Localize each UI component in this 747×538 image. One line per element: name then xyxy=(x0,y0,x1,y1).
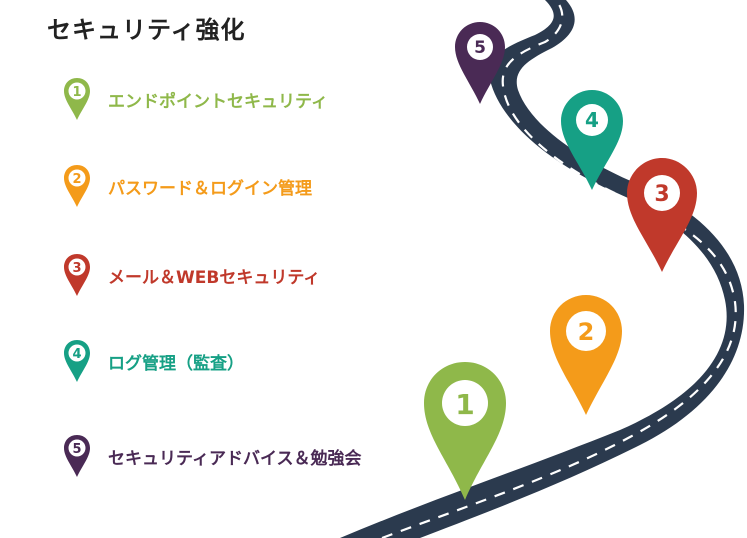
svg-text:4: 4 xyxy=(72,347,81,362)
road-pin-2: 2 xyxy=(550,295,622,415)
svg-text:3: 3 xyxy=(72,261,81,276)
item-label: パスワード＆ログイン管理 xyxy=(108,178,312,199)
list-item-3: 3 メール＆WEBセキュリティ xyxy=(62,249,320,301)
list-item-1: 1 エンドポイントセキュリティ xyxy=(62,73,328,125)
map-pin-icon: 4 xyxy=(64,340,90,382)
item-label: セキュリティアドバイス＆勉強会 xyxy=(108,448,362,469)
svg-text:2: 2 xyxy=(72,172,81,187)
svg-text:5: 5 xyxy=(72,442,81,457)
road xyxy=(340,0,745,538)
road-pin-3: 3 xyxy=(627,158,697,272)
map-pin-icon: 3 xyxy=(64,254,90,296)
svg-text:1: 1 xyxy=(72,85,81,100)
svg-text:2: 2 xyxy=(578,318,595,346)
item-label: ログ管理（監査） xyxy=(108,353,244,374)
road-pin-5: 5 xyxy=(455,22,505,104)
map-pin-icon: 5 xyxy=(64,435,90,477)
map-pin-icon: 1 xyxy=(64,78,90,120)
road-pin-1: 1 xyxy=(424,362,506,500)
svg-text:3: 3 xyxy=(654,182,669,207)
list-item-4: 4 ログ管理（監査） xyxy=(62,335,244,387)
list-item-5: 5 セキュリティアドバイス＆勉強会 xyxy=(62,430,361,482)
map-pin-icon: 2 xyxy=(64,165,90,207)
list-item-2: 2 パスワード＆ログイン管理 xyxy=(62,160,312,212)
svg-text:4: 4 xyxy=(585,108,599,132)
item-label: エンドポイントセキュリティ xyxy=(108,91,328,112)
svg-text:5: 5 xyxy=(474,38,486,58)
item-label: メール＆WEBセキュリティ xyxy=(108,267,321,288)
road-pin-4: 4 xyxy=(561,90,623,190)
svg-text:1: 1 xyxy=(455,388,474,421)
page-title: セキュリティ強化 xyxy=(47,16,246,44)
